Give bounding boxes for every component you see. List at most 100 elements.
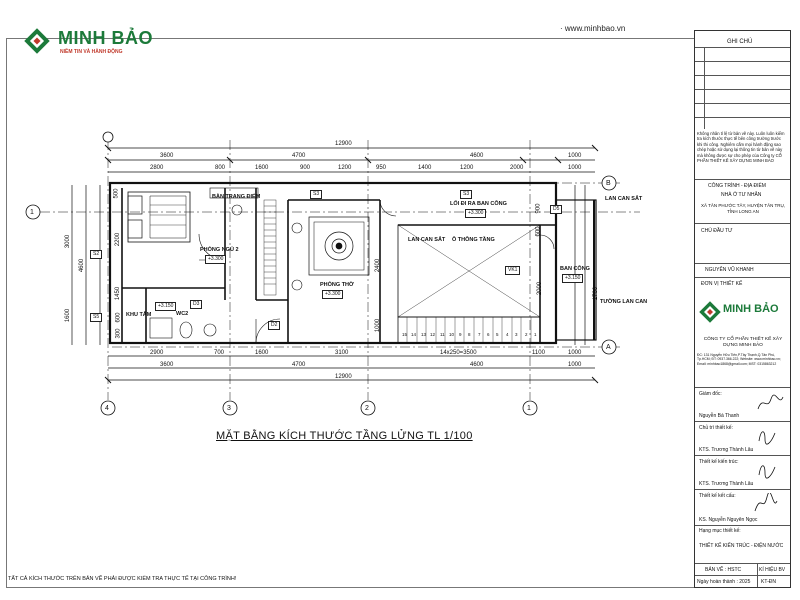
lead-signature xyxy=(758,431,776,445)
dim-bot-r1-2: 1600 xyxy=(255,350,269,356)
notes-text: Không nhân tỉ lệ từ bản vẽ này. Luôn luô… xyxy=(697,131,785,164)
dim-left-1: 1600 xyxy=(65,308,72,323)
dim-top-r2-0: 2800 xyxy=(150,165,164,171)
tag-vk1: VK1 xyxy=(505,266,521,275)
stairs-outline xyxy=(397,316,541,344)
room-bedroom: PHÒNG NGỦ 2 xyxy=(200,247,239,253)
sheet-label: BẢN VẼ : HSTC xyxy=(705,567,742,573)
axis-label-A: A xyxy=(606,344,611,351)
balcony-outline xyxy=(555,199,597,341)
arch-signature xyxy=(758,465,776,479)
date-label: Ngày hoàn thành : 2025 xyxy=(697,579,751,585)
dim-top-r2-8: 2000 xyxy=(510,165,524,171)
dim-bot-total: 12900 xyxy=(335,374,352,380)
dim-bot-r2-1: 4700 xyxy=(292,362,306,368)
arch-label: Thiết kế kiến trúc: xyxy=(699,459,739,465)
stair-num: 3 xyxy=(515,332,518,337)
dim-top-r2-3: 900 xyxy=(300,165,311,171)
room-wc: WC2 xyxy=(176,311,189,317)
room-worship: PHÒNG THỜ xyxy=(320,282,354,288)
dim-bot-r2-0: 3600 xyxy=(160,362,174,368)
company-info: ĐC: 131 Nguyễn Hữu Tiến,P.Tây Thạnh,Q.Tâ… xyxy=(697,353,781,366)
tag-s3-a: S3 xyxy=(310,190,323,199)
logo-slogan: NIỀM TIN VÀ HÀNH ĐỘNG xyxy=(60,49,123,55)
stair-num: 1 xyxy=(534,332,537,337)
level-wc: +3.150 xyxy=(155,302,177,311)
symbol-value: KT-ĐN xyxy=(761,579,776,585)
dim-top-r1-1: 4700 xyxy=(292,153,306,159)
label-vanity: BÀN TRANG ĐIỂM xyxy=(212,194,261,200)
project-address: XÃ TÂN PHƯỚC TÂY, HUYỆN TÂN TRỤ, TỈNH LO… xyxy=(700,203,786,214)
dim-bot-r1-0: 2900 xyxy=(150,350,164,356)
stair-num: 7 xyxy=(478,332,481,337)
stair-num: 6 xyxy=(487,332,490,337)
dim-top-r1-3: 1000 xyxy=(568,153,582,159)
dim-bot-r1-1: 700 xyxy=(214,350,225,356)
room-balcony: BAN CÔNG xyxy=(560,266,590,272)
website-url: www.minhbao.vn xyxy=(564,24,626,33)
stair-num: 5 xyxy=(496,332,499,337)
dim-top-r1-0: 3600 xyxy=(160,153,174,159)
stair-num: 4 xyxy=(506,332,509,337)
stair-num: 12 xyxy=(430,332,436,337)
director-label: Giám đốc: xyxy=(699,391,722,397)
dim-top-r2-1: 800 xyxy=(215,165,226,171)
dim-top-r2-9: 1000 xyxy=(568,165,582,171)
company-logo-icon xyxy=(699,301,721,323)
drawing-title: MẶT BẰNG KÍCH THƯỚC TẦNG LỬNG TL 1/100 xyxy=(216,430,473,442)
axis-label-2: 2 xyxy=(365,405,369,412)
dim-bot-r2-2: 4600 xyxy=(470,362,484,368)
dim-left-2: 4600 xyxy=(79,258,86,273)
axis-label-4: 4 xyxy=(105,405,109,412)
dim-bot-r2-3: 1000 xyxy=(568,362,582,368)
dim-top-r2-6: 1400 xyxy=(418,165,432,171)
level-bedroom: +3.300 xyxy=(205,255,227,264)
dim-left-5: 1450 xyxy=(115,286,122,301)
stair-num: 15 xyxy=(402,332,408,337)
dim-left-3: 500 xyxy=(113,188,120,199)
dim-top-r2-2: 1600 xyxy=(255,165,269,171)
altar-table xyxy=(308,216,370,276)
tag-s3-b: S3 xyxy=(460,190,473,199)
tag-d3: D3 xyxy=(190,300,203,309)
footer-note: TẤT CẢ KÍCH THƯỚC TRÊN BẢN VẼ PHẢI ĐƯỢC … xyxy=(8,576,237,582)
category-label: Hạng mục thiết kế: xyxy=(699,528,741,534)
dim-right-1: 900 xyxy=(535,203,542,214)
dim-top-r1-2: 4600 xyxy=(470,153,484,159)
tag-d5: D5 xyxy=(550,205,563,214)
owner-label: CHỦ ĐẦU TƯ xyxy=(701,228,733,234)
pillow-2 xyxy=(127,219,143,239)
axis-label-1: 1 xyxy=(527,405,531,412)
struct-name: KS. Nguyễn Nguyên Ngọc xyxy=(699,517,758,523)
tag-d2: D2 xyxy=(268,321,281,330)
symbol-label: KÍ HIỆU BV xyxy=(759,567,786,573)
dim-right-2: 600 xyxy=(535,226,542,237)
dim-bot-r1-5: 1100 xyxy=(532,350,545,356)
dim-top-r2-4: 1200 xyxy=(338,165,352,171)
dim-left-6: 600 xyxy=(115,312,122,323)
dim-top-r2-5: 950 xyxy=(376,165,387,171)
lead-name: KTS. Trương Thành Lâu xyxy=(699,447,754,453)
label-railing-wall: TƯỜNG LAN CAN xyxy=(600,299,648,305)
stair-num: 14 xyxy=(411,332,417,337)
dim-top-r2-7: 1200 xyxy=(460,165,474,171)
dim-right-4: 2400 xyxy=(375,258,382,273)
stair-num: 10 xyxy=(449,332,455,337)
lead-label: Chủ trì thiết kế: xyxy=(699,425,733,431)
arch-name: KTS. Trương Thành Lâu xyxy=(699,481,754,487)
stair-num: 9 xyxy=(459,332,462,337)
struct-label: Thiết kế kết cấu: xyxy=(699,493,736,499)
stair-num: 2 xyxy=(525,332,528,337)
project-name: NHÀ Ở TƯ NHÂN xyxy=(721,192,762,198)
dim-left-7: 300 xyxy=(115,328,122,339)
stair-num: 8 xyxy=(468,332,471,337)
label-railing-right: LAN CAN SẮT xyxy=(605,196,643,202)
dim-bot-r1-6: 1000 xyxy=(568,350,582,356)
stair-numbers: 15 14 13 12 11 10 9 8 7 6 5 4 3 2 1 xyxy=(400,331,540,339)
dim-left-0: 3000 xyxy=(65,234,72,249)
label-railing-inside: LAN CAN SẮT xyxy=(408,237,446,243)
axis-label-B: B xyxy=(606,180,611,187)
company-brand: MINH BẢO xyxy=(723,303,779,315)
dim-right-3: 2000 xyxy=(537,281,544,296)
category-name: THIẾT KẾ KIẾN TRÚC - ĐIỆN NƯỚC xyxy=(699,543,784,549)
